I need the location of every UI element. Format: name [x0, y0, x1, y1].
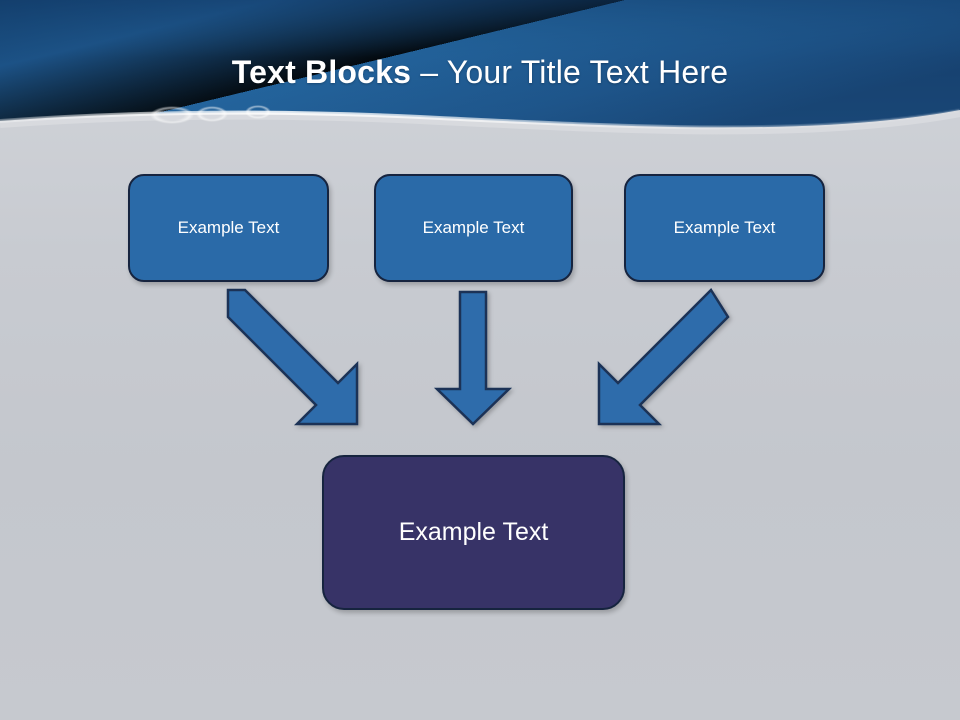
result-text-block-label: Example Text	[398, 518, 549, 546]
page-title-rest: Your Title Text Here	[446, 54, 729, 90]
bubble-icon	[196, 106, 228, 122]
header-shade	[0, 0, 960, 128]
result-text-block[interactable]: Example Text	[322, 455, 625, 610]
arrow-vertical-middle	[433, 290, 513, 426]
wave-soft-glow	[0, 109, 960, 135]
page-title-separator: –	[411, 54, 447, 90]
arrow-diagonal-right	[597, 288, 730, 426]
arrow-diagonal-left	[226, 288, 359, 426]
page-title-bold: Text Blocks	[231, 54, 412, 90]
page-title: Text Blocks – Your Title Text Here	[0, 52, 960, 92]
bubble-icon	[150, 106, 194, 124]
bubble-icon	[245, 105, 271, 119]
header-band: Text Blocks – Your Title Text Here	[0, 0, 960, 150]
text-block-3[interactable]: Example Text	[624, 174, 825, 282]
text-block-2[interactable]: Example Text	[374, 174, 573, 282]
header-wave-shape	[0, 0, 960, 135]
text-block-2-label: Example Text	[422, 218, 525, 237]
text-block-1[interactable]: Example Text	[128, 174, 329, 282]
wave-highlight	[0, 108, 960, 130]
text-block-1-label: Example Text	[177, 218, 280, 237]
text-block-3-label: Example Text	[673, 218, 776, 237]
